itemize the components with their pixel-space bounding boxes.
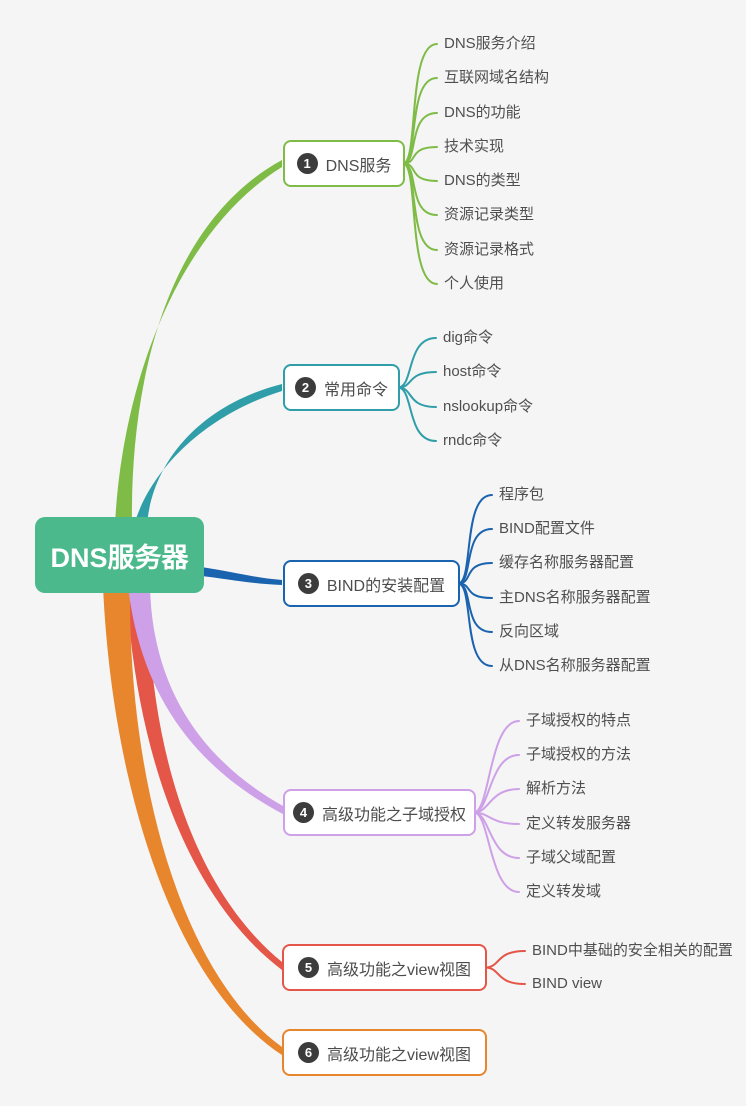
child-connector: [484, 966, 526, 985]
root-node[interactable]: DNS服务器: [35, 517, 204, 593]
branch-label: 常用命令: [323, 381, 388, 399]
child-topic[interactable]: DNS的功能: [444, 104, 521, 121]
branch-node-bind-install[interactable]: 3 BIND的安装配置: [283, 560, 460, 607]
branch-curve: [128, 586, 283, 814]
child-topic[interactable]: nslookup命令: [443, 398, 534, 415]
child-topic[interactable]: 缓存名称服务器配置: [499, 554, 635, 571]
branch-node-view-1[interactable]: 5 高级功能之view视图: [282, 944, 487, 991]
child-connector: [457, 582, 493, 633]
branch-label: 高级功能之view视图: [326, 1046, 471, 1064]
branch-label: BIND的安装配置: [326, 577, 446, 595]
branch-number-badge: 3: [297, 573, 319, 594]
branch-node-subdomain-delegation[interactable]: 4 高级功能之子域授权: [283, 789, 476, 836]
child-topic[interactable]: host命令: [443, 363, 502, 380]
child-connector: [457, 582, 493, 667]
branch-number-badge: 4: [292, 802, 314, 823]
child-topic[interactable]: 反向区域: [499, 623, 560, 640]
child-connector: [473, 720, 520, 814]
branch-node-common-commands[interactable]: 2 常用命令: [283, 364, 400, 411]
child-connector: [484, 950, 526, 969]
child-topic[interactable]: 程序包: [499, 486, 545, 503]
branch-label: 高级功能之子域授权: [321, 806, 466, 824]
branch-curve: [115, 160, 282, 525]
branch-node-view-2[interactable]: 6 高级功能之view视图: [282, 1029, 487, 1076]
child-connector: [397, 337, 437, 389]
child-connector: [473, 788, 520, 814]
branch-curve: [134, 384, 282, 525]
child-topic[interactable]: 从DNS名称服务器配置: [499, 657, 651, 674]
child-topic[interactable]: 定义转发域: [526, 883, 602, 900]
child-connector: [457, 494, 493, 585]
child-topic[interactable]: BIND中基础的安全相关的配置: [532, 942, 733, 959]
branch-node-dns-service[interactable]: 1 DNS服务: [283, 140, 405, 187]
child-topic[interactable]: 个人使用: [444, 275, 505, 292]
root-label: DNS服务器: [50, 542, 189, 573]
branch-curve: [201, 567, 282, 585]
child-topic[interactable]: 子域父域配置: [526, 849, 617, 866]
branch-curve: [103, 586, 282, 1055]
child-topic[interactable]: 资源记录格式: [444, 241, 535, 258]
child-connector: [457, 528, 493, 585]
child-connector: [473, 811, 520, 893]
child-topic[interactable]: 资源记录类型: [444, 206, 535, 223]
child-topic[interactable]: 技术实现: [444, 138, 505, 155]
child-topic[interactable]: 主DNS名称服务器配置: [499, 589, 651, 606]
child-connector: [402, 43, 438, 165]
child-topic[interactable]: BIND view: [532, 975, 603, 992]
branch-label: DNS服务: [325, 157, 392, 175]
branch-number-badge: 5: [297, 957, 319, 978]
child-connector: [402, 77, 438, 165]
child-topic[interactable]: DNS的类型: [444, 172, 521, 189]
child-topic[interactable]: 互联网域名结构: [444, 69, 550, 86]
child-topic[interactable]: 定义转发服务器: [526, 815, 632, 832]
branch-number-badge: 1: [296, 153, 318, 174]
child-topic[interactable]: rndc命令: [443, 432, 503, 449]
branch-label: 高级功能之view视图: [326, 961, 471, 979]
child-topic[interactable]: 解析方法: [526, 780, 587, 797]
child-topic[interactable]: DNS服务介绍: [444, 35, 536, 52]
branch-number-badge: 6: [297, 1042, 319, 1063]
child-topic[interactable]: 子域授权的方法: [526, 746, 632, 763]
child-topic[interactable]: 子域授权的特点: [526, 712, 632, 729]
child-topic[interactable]: BIND配置文件: [499, 520, 595, 537]
child-connector: [397, 386, 437, 442]
child-connector: [473, 754, 520, 814]
child-topic[interactable]: dig命令: [443, 329, 494, 346]
branch-number-badge: 2: [294, 377, 316, 398]
child-connector: [402, 162, 438, 285]
